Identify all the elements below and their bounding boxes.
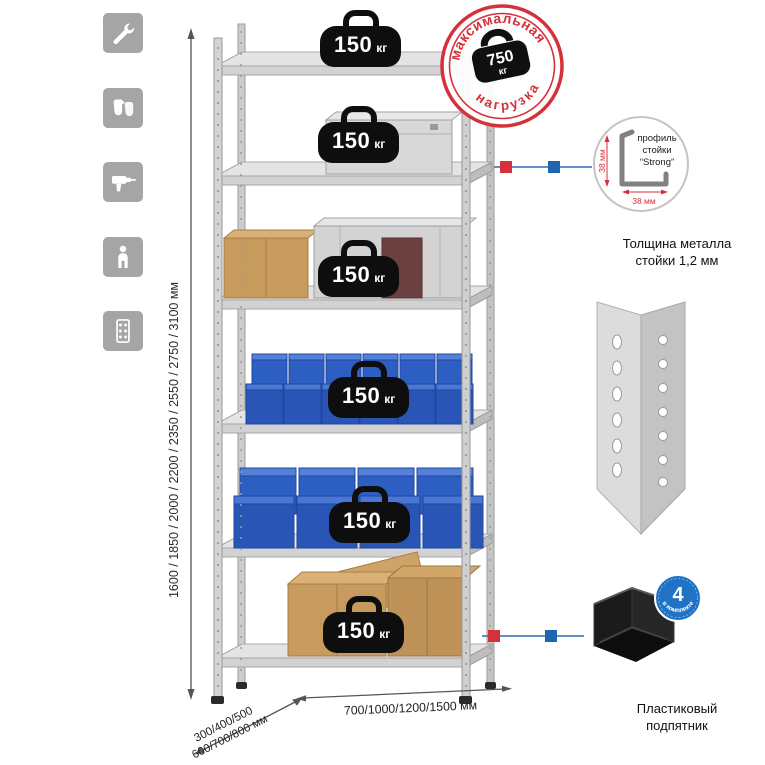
load-value: 150 [332,262,371,287]
shelf-load-badge: 150 кг [328,361,410,418]
shelf-load-badge: 150 кг [323,596,405,653]
profile-dim-vertical: 38 мм [597,149,607,173]
profile-caption: Толщина металла стойки 1,2 мм [597,236,757,270]
load-unit: кг [384,392,396,406]
perforated-post-icon [103,311,143,351]
load-unit: кг [374,137,386,151]
shelf-load-badge: 150 кг [329,486,411,543]
load-unit: кг [374,271,386,285]
person-icon [103,237,143,277]
angle-post-graphic [596,301,686,536]
weight-body: 150 кг [320,26,402,67]
shelf-load-badge: 150 кг [318,240,400,297]
profile-label-line2: стойки [642,144,672,156]
foot-connector [482,630,584,642]
stamp-weight-handle-icon [480,28,514,47]
weight-handle-icon [340,240,377,258]
stamp-weight-unit: кг [498,65,509,78]
foot-caption: Пластиковый подпятник [597,701,757,735]
depth-dimension-line [195,698,302,755]
load-value: 150 [337,618,376,643]
load-unit: кг [385,517,397,531]
stamp-weight-body [471,40,531,83]
shelf-load-badge: 150 кг [318,106,400,163]
drill-icon [103,162,143,202]
max-load-stamp: максимальная нагрузка 750 кг [439,0,564,128]
load-unit: кг [376,41,388,55]
profile-caption-line1: Толщина металла [622,236,732,251]
weight-handle-icon [345,596,382,614]
height-dimension-line [187,28,195,700]
weight-body: 150 кг [318,256,400,297]
profile-label-line3: “Strong” [639,156,675,168]
stamp-weight-value: 750 [486,48,516,70]
profile-label: профиль стойки “Strong” [630,133,684,169]
weight-handle-icon [350,361,387,379]
shelf-load-badge: 150 кг [320,10,402,67]
weight-body: 150 кг [329,502,411,543]
load-unit: кг [379,627,391,641]
gloves-icon [103,88,143,128]
load-value: 150 [332,128,371,153]
weight-body: 150 кг [323,612,405,653]
profile-caption-line2: стойки 1,2 мм [635,252,719,268]
profile-label-line1: профиль [637,133,677,144]
wrench-icon [103,13,143,53]
foot-caption-line2: подпятник [646,717,708,733]
profile-dim-horizontal: 38 мм [632,196,656,206]
foot-caption-line1: Пластиковый [636,701,718,716]
kit-count-number: 4 [672,584,684,606]
profile-detail-circle [593,116,689,212]
load-value: 150 [334,32,373,57]
profile-connector [494,161,592,173]
weight-handle-icon [340,106,377,124]
kit-count-badge: 4 в комплекте [654,574,702,622]
height-dimension-label: 1600 / 1850 / 2000 / 2200 / 2350 / 2550 … [167,281,181,599]
load-value: 150 [342,383,381,408]
weight-body: 150 кг [318,122,400,163]
weight-handle-icon [351,486,388,504]
load-value: 150 [343,508,382,533]
weight-body: 150 кг [328,377,410,418]
weight-handle-icon [342,10,379,28]
